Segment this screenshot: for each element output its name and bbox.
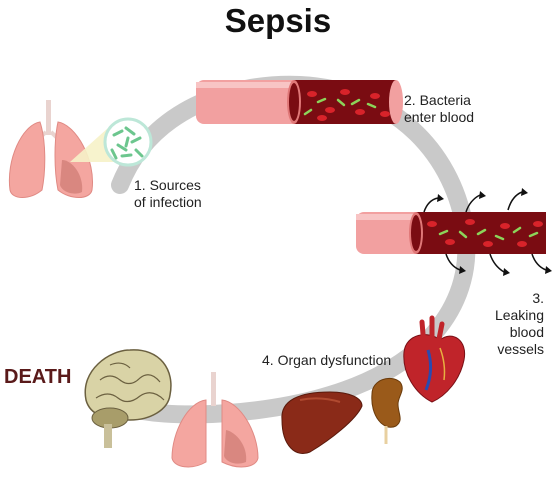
diagram-title: Sepsis xyxy=(224,2,332,39)
step-4-label: 4. Organ dysfunction xyxy=(262,352,392,368)
blood-vessel-bacteria-icon xyxy=(196,80,403,124)
heart-icon xyxy=(403,315,466,403)
step-1-label: 1. Sources of infection xyxy=(134,177,202,210)
lungs-icon xyxy=(171,372,259,468)
step-2-label: 2. Bacteria enter blood xyxy=(404,92,475,125)
kidney-icon xyxy=(371,378,403,444)
brain-icon xyxy=(84,349,172,448)
liver-icon xyxy=(281,391,363,454)
leaking-blood-vessel-icon xyxy=(356,188,552,276)
step-3-label: 3. Leaking blood vessels xyxy=(494,290,544,357)
lungs-with-bacteria-icon xyxy=(8,100,153,198)
organs-icon xyxy=(84,315,466,468)
death-label: DEATH xyxy=(4,366,72,388)
